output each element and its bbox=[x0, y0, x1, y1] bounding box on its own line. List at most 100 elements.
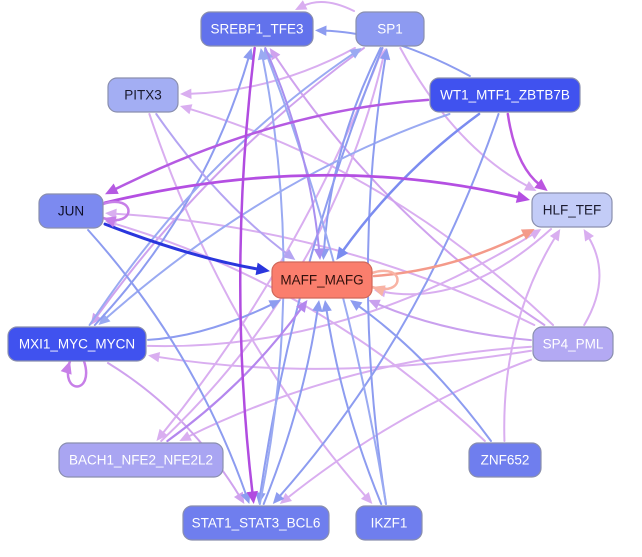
edge-path bbox=[506, 112, 542, 187]
edge-arrowhead bbox=[103, 216, 117, 228]
edge-jun-to-hlf_tef bbox=[103, 173, 530, 205]
edge-sp4_pml-to-hlf_tef bbox=[583, 229, 601, 326]
edge-arrowhead bbox=[269, 48, 281, 61]
edge-mxi1_myc_mycn-to-maff_mafg bbox=[147, 300, 281, 341]
edge-jun-to-jun bbox=[101, 200, 130, 228]
edge-arrowhead bbox=[534, 178, 548, 191]
edge-arrowhead bbox=[321, 300, 332, 313]
edge-path bbox=[301, 0, 355, 12]
node-bach1_nfe2_nfe2l2[interactable]: BACH1_NFE2_NFE2L2 bbox=[58, 442, 224, 478]
edge-znf652-to-maff_mafg bbox=[350, 300, 493, 442]
edge-path bbox=[112, 98, 430, 192]
node-sp1[interactable]: SP1 bbox=[355, 11, 425, 47]
edge-stat1_stat3_bcl6-to-maff_mafg bbox=[262, 300, 323, 505]
edge-path bbox=[185, 345, 532, 439]
edge-arrowhead bbox=[60, 361, 72, 375]
edge-arrowhead bbox=[312, 300, 323, 313]
edge-wt1_mtf1_zbtb7b-to-stat1_stat3_bcl6 bbox=[272, 113, 500, 504]
edge-znf652-to-jun bbox=[105, 219, 486, 442]
edge-arrowhead bbox=[279, 492, 293, 504]
node-wt1_mtf1_zbtb7b[interactable]: WT1_MTF1_ZBTB7B bbox=[429, 77, 581, 113]
edge-jun-to-stat1_stat3_bcl6 bbox=[87, 229, 251, 504]
node-box[interactable] bbox=[531, 192, 613, 228]
edge-sp4_pml-to-mxi1_myc_mycn bbox=[148, 349, 532, 370]
edge-mxi1_myc_mycn-to-srebf1_tfe3 bbox=[93, 48, 254, 326]
edge-path bbox=[262, 307, 319, 505]
edge-path bbox=[239, 46, 256, 496]
node-hlf_tef[interactable]: HLF_TEF bbox=[531, 192, 613, 228]
edge-arrowhead bbox=[296, 300, 308, 313]
edge-wt1_mtf1_zbtb7b-to-mxi1_myc_mycn bbox=[98, 113, 451, 325]
node-stat1_stat3_bcl6[interactable]: STAT1_STAT3_BCL6 bbox=[182, 505, 330, 541]
edge-path bbox=[112, 222, 486, 442]
edge-arrowhead bbox=[246, 490, 259, 504]
edge-arrowhead bbox=[349, 48, 362, 59]
edge-arrowhead bbox=[180, 88, 192, 99]
edge-arrowhead bbox=[105, 208, 117, 219]
edge-arrowhead bbox=[523, 181, 537, 191]
node-sp4_pml[interactable]: SP4_PML bbox=[532, 326, 614, 362]
node-box[interactable] bbox=[58, 442, 224, 478]
edge-arrowhead bbox=[350, 300, 363, 311]
edge-wt1_mtf1_zbtb7b-to-hlf_tef bbox=[506, 112, 548, 191]
node-box[interactable] bbox=[468, 442, 542, 478]
edge-srebf1_tfe3-to-maff_mafg bbox=[264, 47, 325, 260]
node-box[interactable] bbox=[182, 505, 330, 541]
edge-maff_mafg-to-maff_mafg bbox=[370, 269, 399, 297]
edge-path bbox=[187, 107, 555, 326]
node-box[interactable] bbox=[200, 11, 314, 47]
edge-arrowhead bbox=[268, 300, 281, 310]
edge-sp4_pml-to-maff_mafg bbox=[368, 299, 532, 342]
node-box[interactable] bbox=[532, 326, 614, 362]
edge-path bbox=[88, 51, 356, 326]
edge-sp1-to-srebf1_tfe3 bbox=[295, 0, 355, 12]
edge-arrowhead bbox=[379, 48, 391, 61]
edge-path bbox=[399, 47, 531, 189]
node-mxi1_myc_mycn[interactable]: MXI1_MYC_MYCN bbox=[7, 326, 147, 362]
edge-arrowhead bbox=[98, 313, 111, 325]
node-pitx3[interactable]: PITX3 bbox=[107, 77, 179, 113]
edge-arrowhead bbox=[180, 104, 193, 115]
node-box[interactable] bbox=[429, 77, 581, 113]
edge-path bbox=[87, 229, 248, 498]
edge-path bbox=[103, 113, 451, 321]
node-box[interactable] bbox=[38, 193, 104, 229]
edge-path bbox=[355, 303, 493, 442]
edge-arrowhead bbox=[368, 299, 381, 310]
node-srebf1_tfe3[interactable]: SREBF1_TFE3 bbox=[200, 11, 314, 47]
edge-mxi1_myc_mycn-to-mxi1_myc_mycn bbox=[60, 359, 88, 388]
edge-arrowhead bbox=[515, 191, 530, 203]
edge-path bbox=[155, 349, 532, 370]
edge-arrowhead bbox=[549, 229, 561, 242]
node-box[interactable] bbox=[271, 261, 373, 299]
edge-arrowhead bbox=[240, 491, 251, 504]
node-znf652[interactable]: ZNF652 bbox=[468, 442, 542, 478]
edge-path bbox=[103, 222, 262, 271]
edge-path bbox=[285, 358, 532, 500]
edge-wt1_mtf1_zbtb7b-to-jun bbox=[105, 98, 430, 195]
edge-path bbox=[103, 173, 522, 205]
node-box[interactable] bbox=[355, 505, 423, 541]
edge-sp4_pml-to-stat1_stat3_bcl6 bbox=[279, 358, 532, 504]
edge-arrowhead bbox=[583, 229, 594, 242]
edge-path bbox=[583, 235, 601, 326]
edge-path bbox=[93, 55, 251, 326]
edge-arrowhead bbox=[148, 352, 161, 363]
edge-arrowhead bbox=[313, 248, 325, 260]
edge-bach1_nfe2_nfe2l2-to-maff_mafg bbox=[166, 300, 308, 443]
edge-arrowhead bbox=[372, 285, 386, 297]
edge-path bbox=[187, 47, 356, 95]
edge-znf652-to-hlf_tef bbox=[503, 229, 561, 442]
node-box[interactable] bbox=[107, 77, 179, 113]
edge-path bbox=[273, 53, 546, 326]
edge-sp4_pml-to-bach1_nfe2_nfe2l2 bbox=[179, 345, 532, 441]
node-jun[interactable]: JUN bbox=[38, 193, 104, 229]
node-box[interactable] bbox=[355, 11, 425, 47]
edge-path bbox=[166, 306, 304, 443]
node-box[interactable] bbox=[7, 326, 147, 362]
edge-path bbox=[503, 235, 557, 442]
node-ikzf1[interactable]: IKZF1 bbox=[355, 505, 423, 541]
node-maff_mafg[interactable]: MAFF_MAFG bbox=[271, 261, 373, 299]
edge-sp1-to-hlf_tef bbox=[399, 47, 537, 191]
